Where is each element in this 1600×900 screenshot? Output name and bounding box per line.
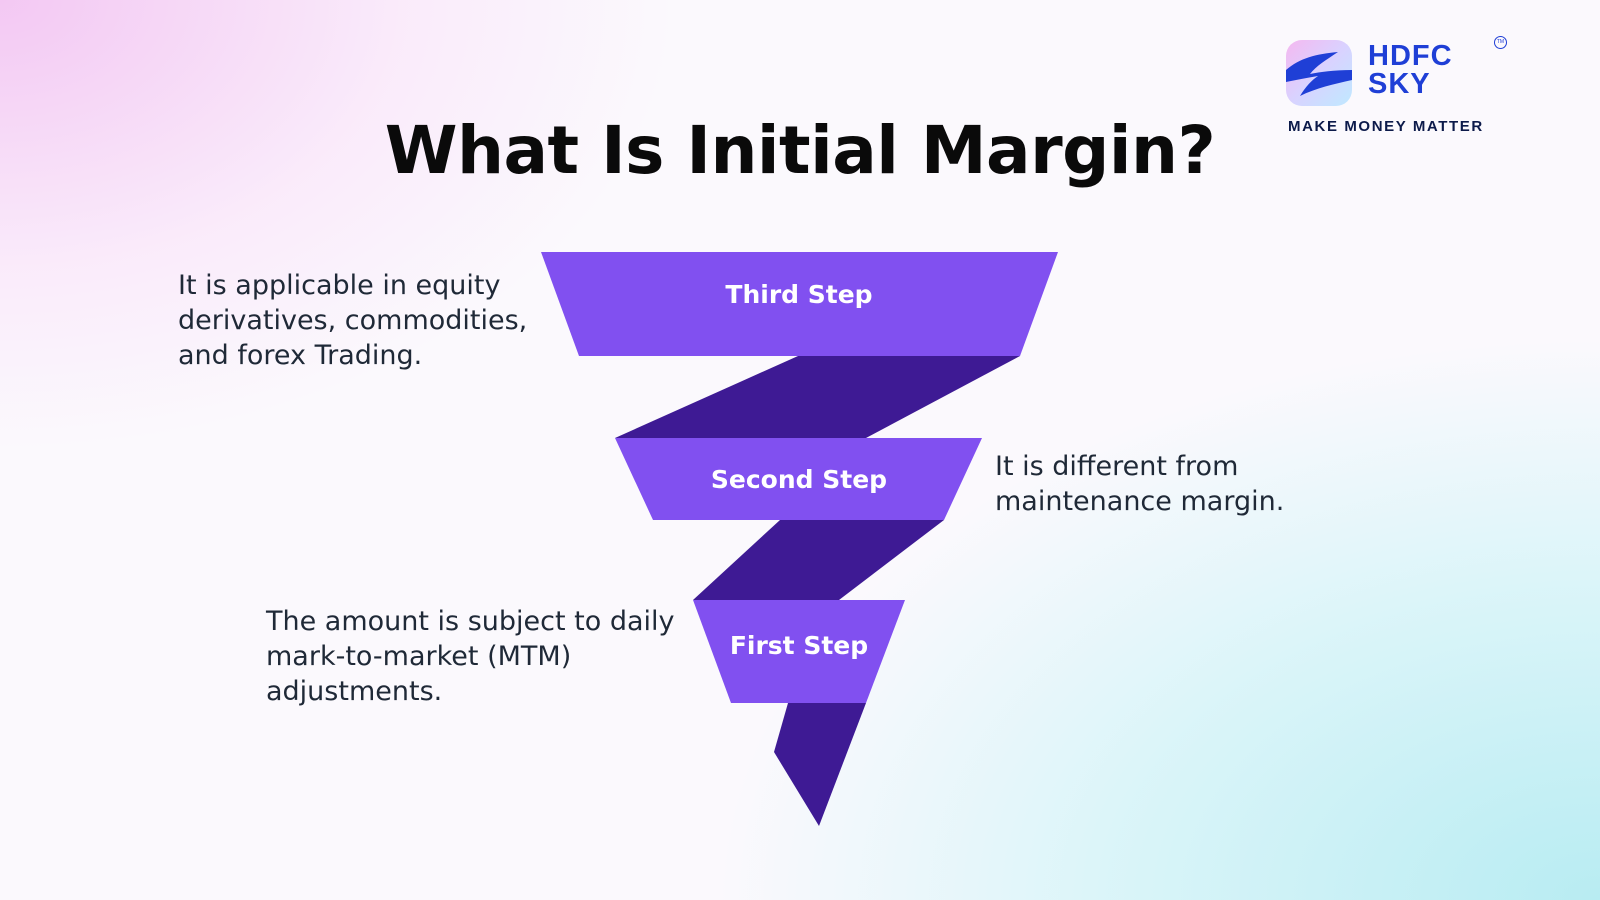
logo-wordmark: HDFC SKY xyxy=(1368,40,1453,100)
step-first-shape xyxy=(693,600,905,703)
connector-tail xyxy=(774,703,866,826)
note-first-step: The amount is subject to daily mark-to-m… xyxy=(266,606,675,707)
page-title: What Is Initial Margin? xyxy=(384,112,1216,189)
step-second-label: Second Step xyxy=(711,465,887,494)
logo-line-1: HDFC xyxy=(1368,40,1453,72)
step-first-label: First Step xyxy=(730,631,868,660)
step-third-shape xyxy=(541,252,1058,356)
note-second-step: It is different from maintenance margin. xyxy=(995,451,1285,517)
note-third-step: It is applicable in equity derivatives, … xyxy=(178,270,528,371)
trademark-symbol: TM xyxy=(1494,36,1507,49)
logo-line-2: SKY xyxy=(1368,68,1431,100)
hdfc-sky-logo-icon xyxy=(1286,40,1352,106)
step-third-label: Third Step xyxy=(725,280,872,309)
connector-second-to-first xyxy=(693,520,944,600)
connector-third-to-second xyxy=(615,356,1020,438)
brand-logo: HDFC SKY TM MAKE MONEY MATTER xyxy=(1286,36,1507,146)
step-second-shape xyxy=(615,438,982,520)
logo-tagline: MAKE MONEY MATTER xyxy=(1288,118,1484,135)
